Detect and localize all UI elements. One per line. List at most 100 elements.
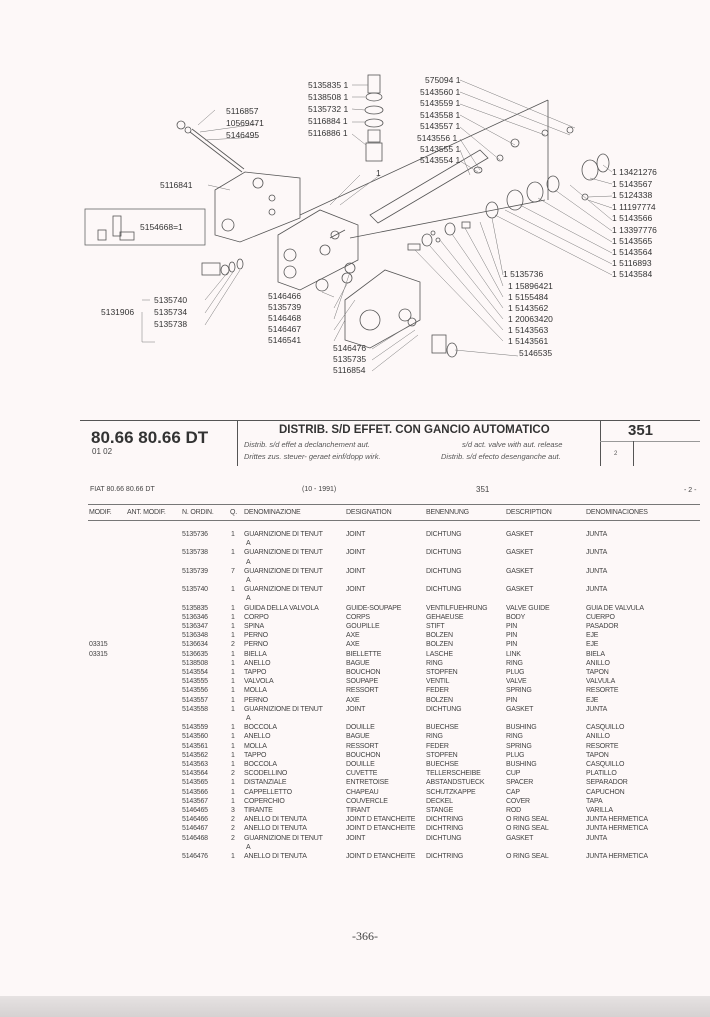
label-5135735: 5135735	[333, 354, 367, 364]
cell-de: TELLERSCHEIBE	[426, 770, 481, 778]
label-10569471: 10569471	[226, 118, 264, 128]
cell-de: STANGE	[426, 807, 454, 814]
cell-de: DICHTRING	[426, 853, 464, 860]
cell-q: 1	[231, 531, 235, 538]
cell-it: GUARNIZIONE DI TENUT	[244, 567, 323, 575]
divider	[237, 420, 238, 466]
cell-fr: JOINT D ETANCHEITE	[346, 853, 416, 860]
cell-part: 5146465	[182, 807, 208, 814]
title-spanish: Distrib. s/d efecto desenganche aut.	[441, 452, 561, 461]
cell-it: CORPO	[244, 613, 269, 621]
cell-it: GUARNIZIONE DI TENUT	[244, 705, 323, 713]
cell-fr: BIELLETTE	[346, 650, 382, 658]
cell-it-continuation: A	[246, 577, 251, 584]
cell-fr: JOINT	[346, 567, 366, 575]
cell-en: BODY	[506, 613, 526, 621]
cell-part: 5143561	[182, 742, 208, 750]
label-5146535: 5146535	[519, 348, 553, 358]
cell-q: 1	[231, 586, 235, 594]
cell-part: 5136635	[182, 650, 208, 658]
cell-fr: JOINT	[346, 586, 366, 594]
cell-part: 5143564	[182, 770, 208, 778]
cell-de: RING	[426, 659, 443, 667]
divider	[600, 420, 601, 466]
plug-drawing	[431, 334, 458, 358]
cell-es: JUNTA	[586, 586, 608, 594]
inset-label: 5154668=1	[140, 222, 183, 232]
label-5135732: 5135732 1	[308, 104, 349, 114]
catalog-page: - 2 -	[684, 487, 697, 494]
divider	[80, 420, 700, 421]
cell-es: JUNTA	[586, 567, 608, 575]
cell-fr: AXE	[346, 641, 360, 649]
cell-it: ANELLO DI TENUTA	[244, 825, 307, 833]
cell-part: 5143556	[182, 687, 208, 695]
cell-part: 5135835	[182, 604, 208, 612]
label-5143567: 1 5143567	[612, 179, 653, 189]
cell-q: 1	[231, 733, 235, 741]
label-5146476: 5146476	[333, 343, 367, 353]
cell-fr: JOINT	[346, 705, 366, 713]
cell-de: DICHTUNG	[426, 834, 462, 842]
label-575094: 575094 1	[425, 75, 461, 85]
valve-guide-stack-drawing	[364, 74, 384, 162]
cell-part: 5135739	[182, 567, 208, 575]
cell-de: STOPFEN	[426, 669, 458, 676]
label-5143562: 1 5143562	[508, 303, 549, 313]
catalog-group: 351	[476, 485, 490, 494]
cell-part: 5143557	[182, 696, 208, 704]
cell-de: LASCHE	[426, 650, 453, 658]
cell-de: FEDER	[426, 742, 449, 750]
inset-box	[84, 208, 206, 246]
title-german: Drittes zus. steuer- geraet einf/dopp wi…	[244, 452, 381, 461]
cell-en: ROD	[506, 807, 521, 814]
cell-es: CAPUCHON	[586, 788, 625, 796]
cell-part: 5146467	[182, 825, 208, 833]
title-french: Distrib. s/d effet a declanchement aut.	[244, 440, 370, 449]
cell-es: VALVULA	[586, 678, 616, 686]
cell-es: CASQUILLO	[586, 724, 625, 732]
cell-en: COVER	[506, 797, 530, 805]
cell-fr: ENTRETOISE	[346, 779, 389, 787]
divider	[88, 520, 700, 521]
cell-fr: DOUILLE	[346, 724, 375, 732]
cell-part: 5143558	[182, 705, 208, 713]
cell-fr: RESSORT	[346, 687, 379, 695]
middle-valve-body-drawing	[277, 209, 359, 292]
label-5146495: 5146495	[226, 130, 260, 140]
cell-en: RING	[506, 733, 523, 741]
label-13421276: 1 13421276	[612, 167, 657, 177]
cell-q: 1	[231, 687, 235, 695]
label-5135835: 5135835 1	[308, 80, 349, 90]
cell-part: 5143562	[182, 751, 208, 759]
cell-en: GASKET	[506, 586, 534, 594]
cell-fr: AXE	[346, 696, 360, 704]
cell-es: VARILLA	[586, 807, 613, 814]
cell-de: DICHTUNG	[426, 549, 462, 557]
divider	[88, 504, 700, 505]
cell-es: JUNTA	[586, 531, 608, 538]
cell-es: TAPON	[586, 669, 609, 676]
column-header: DENOMINACIONES	[586, 509, 648, 516]
model-title: 80.66 80.66 DT	[91, 428, 209, 447]
catalog-model: FIAT 80.66 80.66 DT	[90, 486, 155, 493]
cell-en: PIN	[506, 632, 518, 640]
cell-de: SCHUTZKAPPE	[426, 788, 476, 796]
cell-part: 5143565	[182, 779, 208, 787]
cell-it: PERNO	[244, 632, 268, 640]
cell-es: PASADOR	[586, 623, 619, 630]
cell-q: 1	[231, 613, 235, 621]
cell-part: 5143567	[182, 797, 208, 805]
cell-en: GASKET	[506, 834, 534, 842]
cell-en: GASKET	[506, 567, 534, 575]
sheet-number: 2	[614, 451, 618, 457]
bolt-drawing	[176, 120, 245, 173]
cell-de: BOLZEN	[426, 696, 453, 704]
cell-en: RING	[506, 659, 523, 667]
cell-fr: BOUCHON	[346, 751, 381, 759]
cell-es: JUNTA HERMETICA	[586, 825, 648, 833]
column-header: DESIGNATION	[346, 509, 392, 516]
cell-part: 5146468	[182, 834, 208, 842]
cell-it: DISTANZIALE	[244, 779, 287, 787]
label-5116857: 5116857	[226, 106, 259, 116]
